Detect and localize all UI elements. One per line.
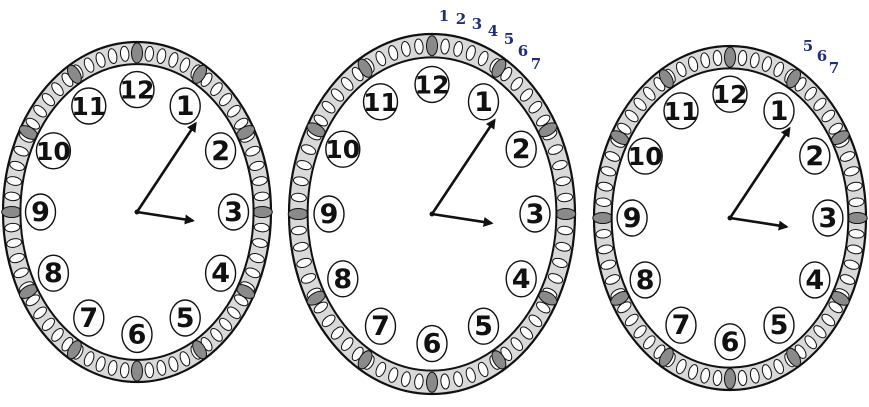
rim-tab <box>132 43 143 63</box>
numeral-6: 6 <box>423 329 442 360</box>
rim-tab <box>288 209 308 220</box>
numeral-9: 9 <box>623 203 642 234</box>
numeral-3: 3 <box>819 203 838 234</box>
annotation-6: 6 <box>518 42 528 60</box>
numeral-3: 3 <box>224 197 243 228</box>
numeral-12: 12 <box>120 76 155 105</box>
numeral-6: 6 <box>128 319 147 350</box>
numeral-10: 10 <box>628 142 663 171</box>
numeral-4: 4 <box>512 264 531 295</box>
numeral-12: 12 <box>713 80 748 109</box>
numeral-4: 4 <box>211 258 230 289</box>
clock-center <box>728 216 733 221</box>
clock-center <box>430 212 435 217</box>
rim-tab <box>556 209 576 220</box>
annotation-5: 5 <box>803 37 813 55</box>
numeral-1: 1 <box>770 96 789 127</box>
rim-tab <box>725 47 736 67</box>
numeral-9: 9 <box>320 199 339 230</box>
annotation-3: 3 <box>472 15 482 33</box>
numeral-12: 12 <box>415 70 450 99</box>
numeral-2: 2 <box>211 136 230 167</box>
rim-tab <box>427 36 438 56</box>
rim-tab <box>2 207 22 218</box>
numeral-8: 8 <box>44 258 63 289</box>
numeral-1: 1 <box>176 91 195 122</box>
clock-center <box>135 210 140 215</box>
numeral-11: 11 <box>664 97 699 126</box>
numeral-5: 5 <box>770 310 789 341</box>
numeral-1: 1 <box>474 87 493 118</box>
annotation-1: 1 <box>439 7 449 25</box>
numeral-10: 10 <box>36 137 71 166</box>
numeral-3: 3 <box>526 199 545 230</box>
annotation-7: 7 <box>829 59 839 77</box>
rim-tab <box>427 372 438 392</box>
rim-tab <box>847 213 867 224</box>
annotation-2: 2 <box>456 10 466 28</box>
numeral-7: 7 <box>79 303 98 334</box>
rim-tab <box>725 369 736 389</box>
numeral-5: 5 <box>474 311 493 342</box>
numeral-9: 9 <box>31 197 50 228</box>
numeral-11: 11 <box>363 88 398 117</box>
rim-tab <box>593 213 613 224</box>
annotation-4: 4 <box>488 22 498 40</box>
annotation-7: 7 <box>531 55 541 73</box>
rim-tab <box>132 361 143 381</box>
numeral-7: 7 <box>371 311 390 342</box>
numeral-2: 2 <box>512 134 531 165</box>
numeral-10: 10 <box>325 135 360 164</box>
rim-tab <box>252 207 272 218</box>
numeral-11: 11 <box>71 92 106 121</box>
numeral-5: 5 <box>176 303 195 334</box>
annotation-5: 5 <box>504 30 514 48</box>
numeral-6: 6 <box>721 327 740 358</box>
numeral-4: 4 <box>805 265 824 296</box>
numeral-8: 8 <box>333 264 352 295</box>
annotation-6: 6 <box>817 47 827 65</box>
numeral-8: 8 <box>636 265 655 296</box>
numeral-2: 2 <box>805 141 824 172</box>
numeral-7: 7 <box>672 310 691 341</box>
